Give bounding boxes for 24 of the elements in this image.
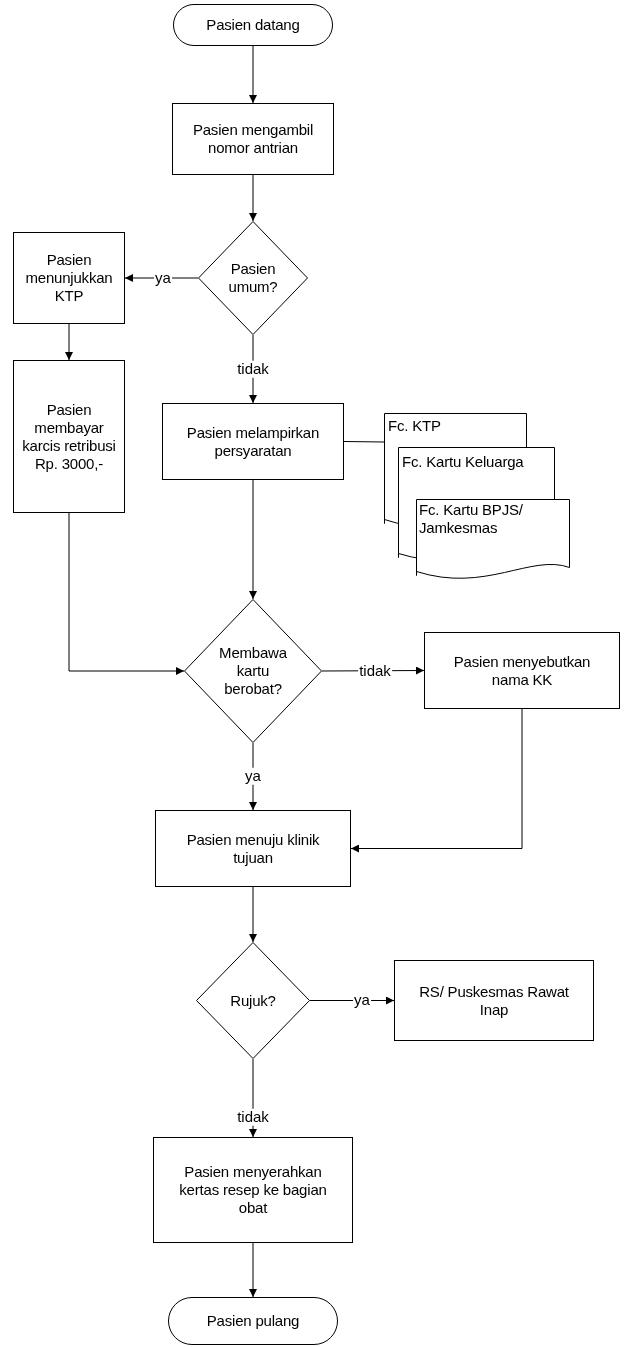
process-box: Pasien menyebutkan nama KK — [424, 632, 620, 709]
arrow — [249, 1242, 257, 1298]
process-box: Pasien melampirkan persyaratan — [162, 403, 344, 480]
terminal-shape: Pasien pulang — [168, 1297, 338, 1345]
process-box: Pasien membayar karcis retribusi Rp. 3000,- — [13, 360, 125, 513]
process-box: Pasien menunjukkan KTP — [13, 232, 125, 324]
arrow — [249, 479, 257, 600]
arrow — [68, 512, 185, 675]
arrow — [350, 708, 523, 853]
arrow — [249, 45, 257, 104]
process-box: RS/ Puskesmas Rawat Inap — [394, 960, 594, 1041]
edge-label: tidak — [236, 360, 270, 378]
decision-diamond: Rujuk? — [196, 942, 310, 1059]
arrow — [65, 323, 73, 361]
edge-label: tidak — [236, 1108, 270, 1126]
terminal-shape: Pasien datang — [173, 4, 333, 46]
edge-label: ya — [244, 767, 262, 785]
arrow — [249, 886, 257, 943]
process-box: Pasien menyerahkan kertas resep ke bagian obat — [153, 1137, 353, 1243]
process-box: Pasien menuju klinik tujuan — [155, 810, 351, 887]
arrow — [249, 174, 257, 222]
process-box: Pasien mengambil nomor antrian — [172, 103, 334, 175]
decision-diamond: Membawa kartu berobat? — [184, 599, 322, 743]
decision-diamond: Pasien umum? — [198, 221, 308, 335]
